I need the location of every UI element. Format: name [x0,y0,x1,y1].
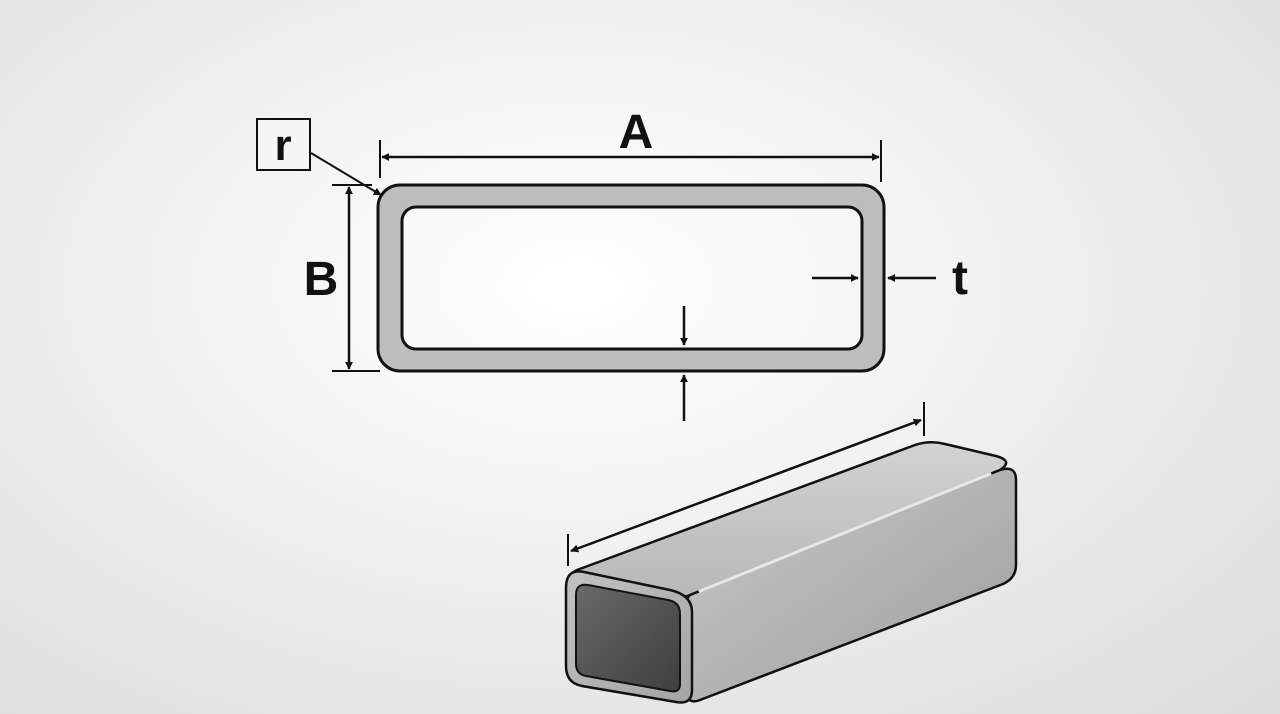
dimension-b: B [304,184,380,372]
cross-section-wall [376,183,886,373]
tube-edge-highlight [698,472,992,593]
dimension-a: A [379,106,882,182]
radius-leader [310,152,382,196]
tube-hollow-interior [575,583,681,693]
dimension-r-label: r [274,121,291,170]
tube-3d [564,402,1018,704]
radius-label-box [256,118,311,171]
cross-section [376,183,886,373]
dimension-b-label: B [304,253,339,306]
dimension-t: t [812,252,968,305]
dimension-r: r [256,118,382,196]
dimension-a-label: A [619,106,654,159]
dimension-t-label: t [952,252,968,305]
length-dimension-arrow [570,418,922,553]
